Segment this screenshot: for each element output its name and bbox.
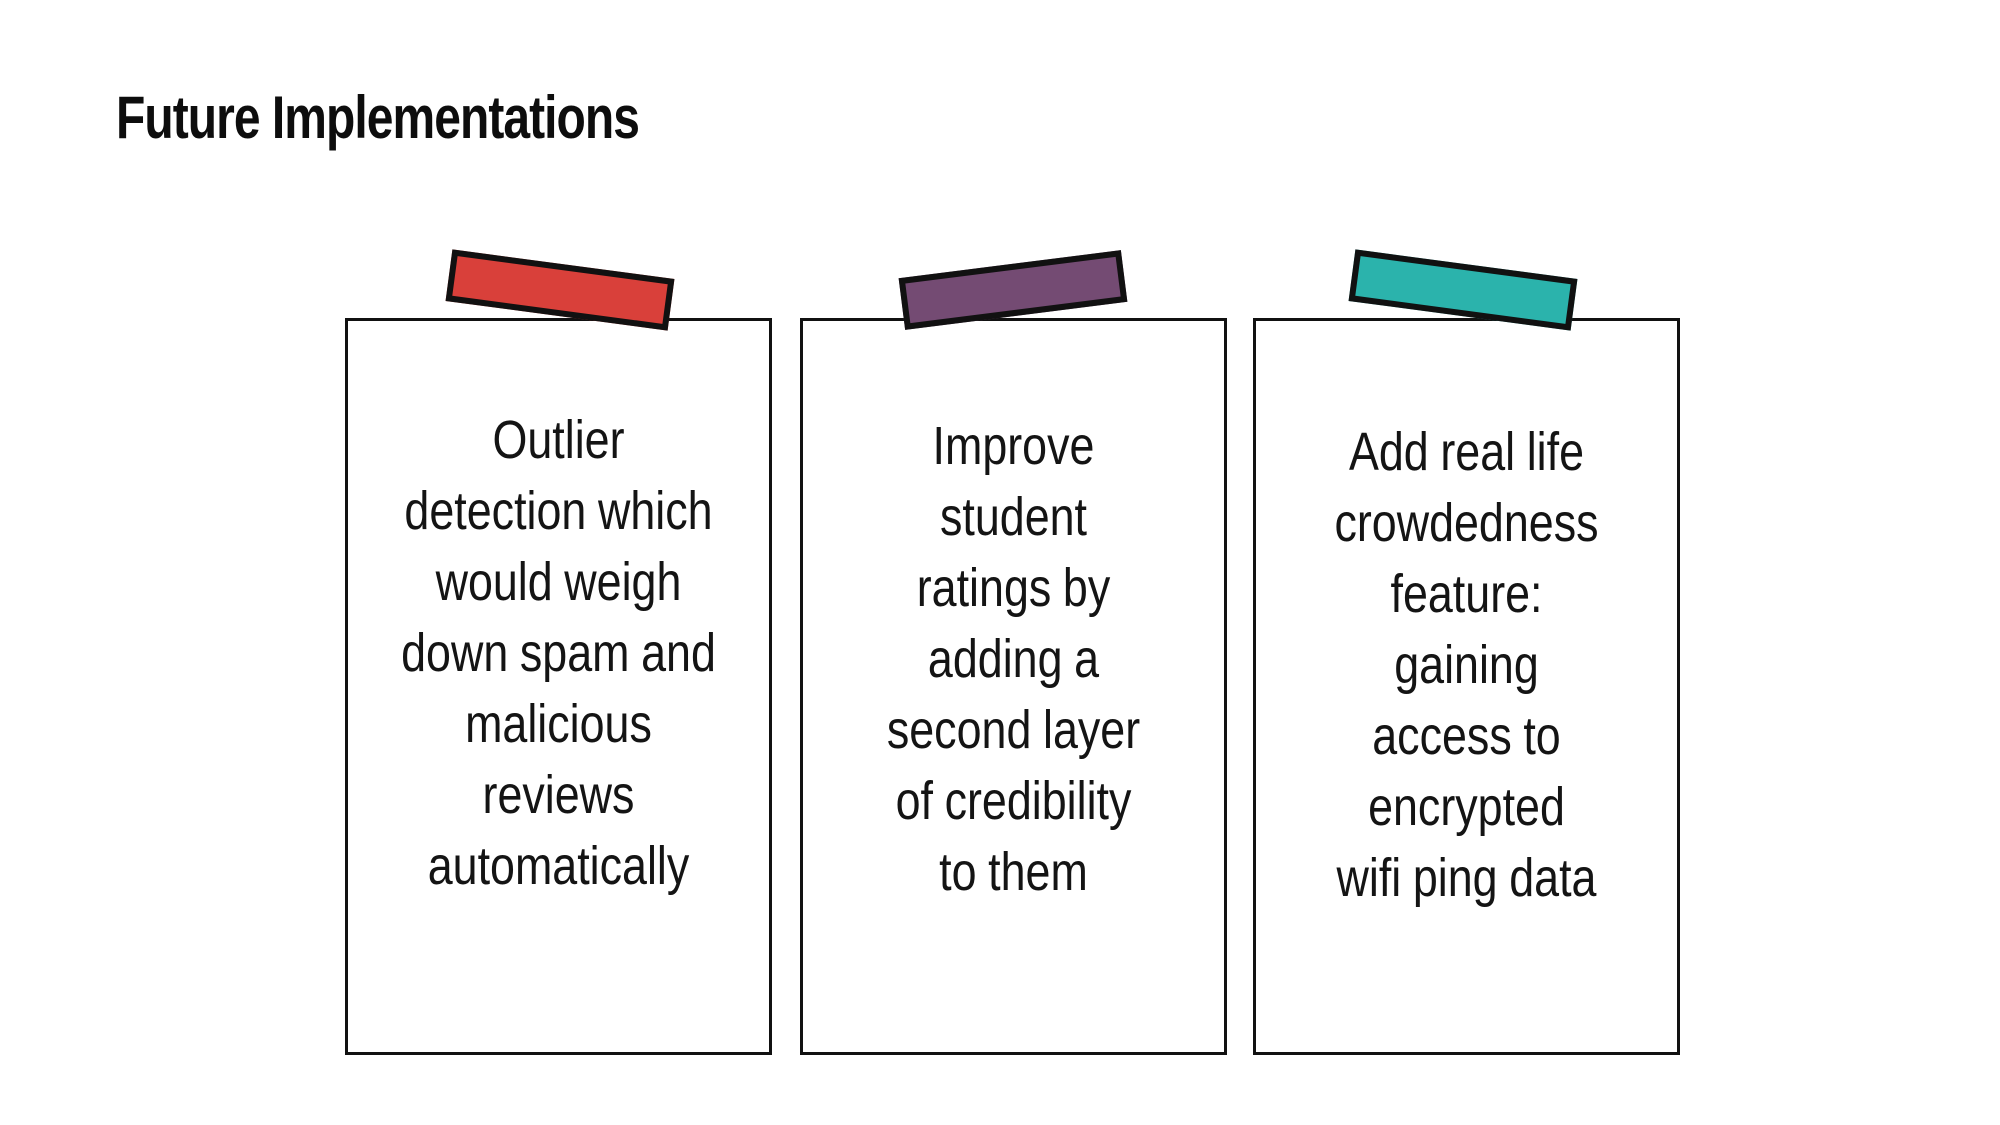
text-line: encrypted [1368, 777, 1565, 837]
text-line: Improve [932, 416, 1095, 476]
text-line: student [939, 487, 1088, 547]
card-1[interactable]: Outlier detection which would weigh down sp… [345, 318, 772, 1055]
text-line: of credibility [895, 771, 1132, 831]
text-line: to them [939, 842, 1088, 902]
text-line: reviews [482, 765, 635, 825]
card-2-text: Improve student ratings by adding a second l… [842, 411, 1185, 908]
text-line: adding a [927, 629, 1100, 689]
text-line: Outlier [492, 410, 625, 470]
text-line: gaining [1394, 635, 1539, 695]
text-line: second layer [886, 700, 1141, 760]
text-line: feature: [1390, 564, 1543, 624]
text-line: down spam and [401, 623, 716, 683]
text-line: malicious [465, 694, 652, 754]
card-1-text: Outlier detection which would weigh down sp… [387, 405, 730, 902]
page-title: Future Implementations [116, 84, 640, 151]
card-3-text: Add real life crowdedness feature: gaining a… [1295, 417, 1638, 914]
card-3[interactable]: Add real life crowdedness feature: gaining a… [1253, 318, 1680, 1055]
text-line: detection which [404, 481, 713, 541]
text-line: access to [1372, 706, 1561, 766]
text-line: automatically [427, 836, 690, 896]
text-line: Add real life [1348, 422, 1585, 482]
text-line: wifi ping data [1336, 848, 1597, 908]
card-2[interactable]: Improve student ratings by adding a second l… [800, 318, 1227, 1055]
text-line: ratings by [916, 558, 1111, 618]
text-line: crowdedness [1334, 493, 1599, 553]
text-line: would weigh [435, 552, 682, 612]
